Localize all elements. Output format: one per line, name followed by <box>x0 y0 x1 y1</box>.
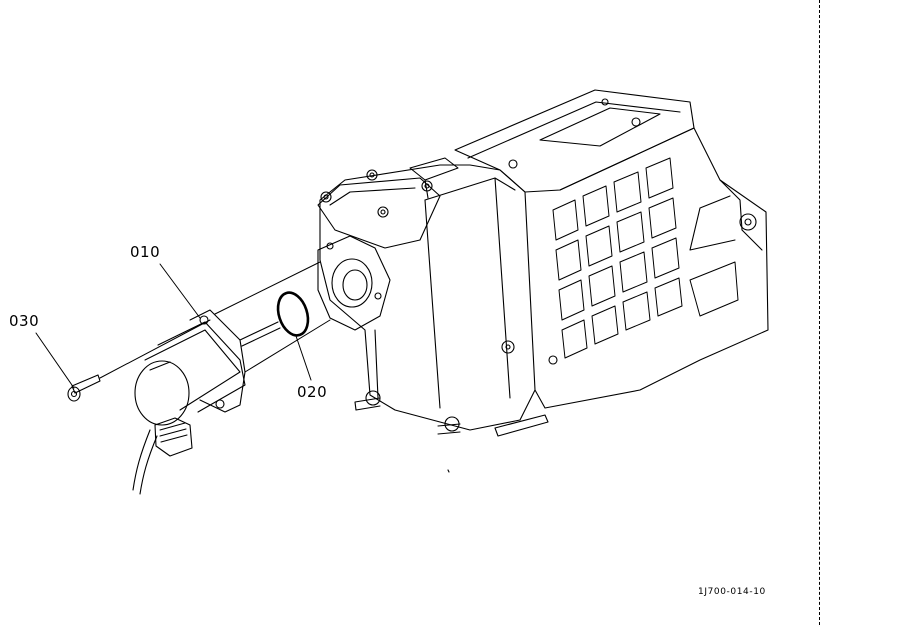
stop-solenoid <box>132 309 281 495</box>
callout-020: 020 <box>297 383 328 401</box>
drawing-reference-id: 1J700-014-10 <box>698 587 766 597</box>
callout-030: 030 <box>9 312 40 330</box>
callout-010: 010 <box>130 243 161 261</box>
housing-ribs <box>552 157 739 359</box>
stray-mark <box>447 469 450 473</box>
assembly-lines <box>35 261 331 389</box>
o-ring <box>276 291 310 337</box>
pump-housing <box>317 89 769 437</box>
dashed-border-line <box>819 0 820 625</box>
mounting-bolt <box>67 374 101 402</box>
